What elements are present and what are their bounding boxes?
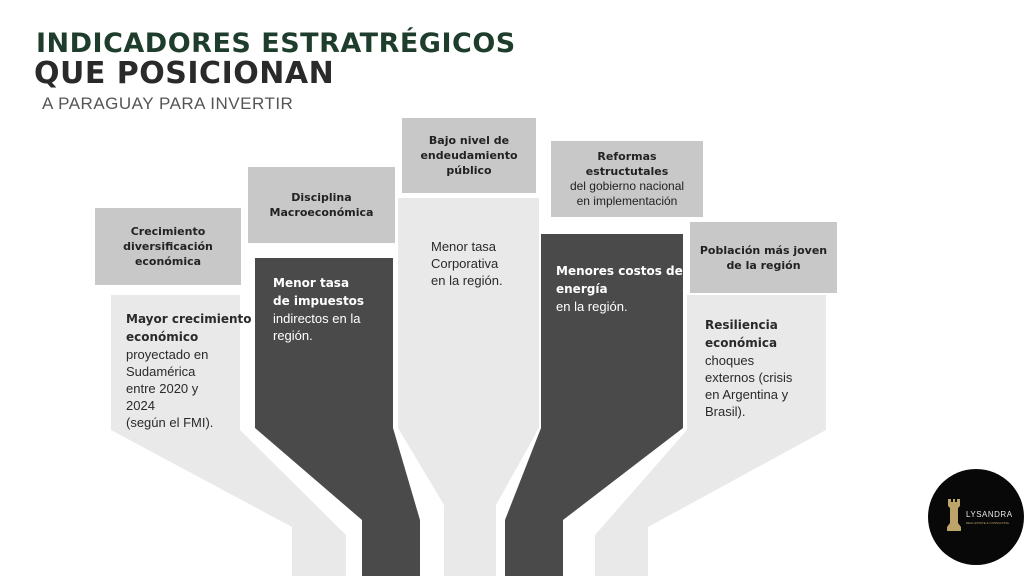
column-1-header-line: económica [134, 255, 202, 268]
column-2-body-line: de impuestos [273, 294, 365, 308]
column-5-body-line: en Argentina y [705, 387, 789, 402]
column-3-body-line: en la región. [431, 273, 503, 288]
column-1-body-line: Mayor crecimiento [126, 312, 252, 326]
column-1-header: Crecimiento diversificación económica [95, 208, 241, 285]
column-3-body-line: Menor tasa [431, 239, 497, 254]
column-1-body-line: económico [126, 330, 199, 344]
column-1-header-line: diversificación [123, 240, 213, 253]
column-2-body-line: indirectos en la [273, 311, 361, 326]
column-3-header-line: Bajo nivel de [428, 134, 510, 147]
column-5-body-line: Resiliencia [705, 318, 778, 332]
column-1-body-line: (según el FMI). [126, 415, 214, 430]
column-3-body-line: Corporativa [431, 256, 499, 271]
column-5-body-line: externos (crisis [705, 370, 793, 385]
column-3-header-line: público [446, 164, 492, 177]
column-2-body-line: Menor tasa [273, 276, 350, 290]
column-5-header-line: Población más joven [699, 243, 828, 257]
funnel-panel-2 [255, 258, 420, 576]
column-3-header: Bajo nivel de endeudamiento público [402, 118, 536, 193]
column-3-body: Menor tasa Corporativa en la región. [431, 238, 503, 289]
column-3-header-line: endeudamiento [420, 149, 518, 162]
funnel-panel-1 [111, 295, 346, 576]
funnel-panel-3 [398, 198, 539, 576]
column-1-body-line: 2024 [126, 398, 155, 413]
logo-name: LYSANDRA [966, 510, 1013, 519]
column-4-header-line: del gobierno nacional [569, 179, 685, 193]
column-4-header: Reformas estructutales del gobierno naci… [551, 141, 703, 217]
logo-tagline: REAL ESTATE & CONSULTING [966, 521, 1009, 525]
column-1-header-line: Crecimiento [130, 225, 206, 238]
column-4-header-line: estructutales [585, 165, 669, 178]
logo-badge [928, 469, 1024, 565]
column-1-body-line: proyectado en [126, 347, 209, 362]
column-5-header-line: de la región [726, 258, 801, 272]
title-line-2: QUE POSICIONAN [34, 56, 335, 91]
column-2-body: Menor tasa de impuestos indirectos en la… [273, 274, 364, 344]
title-line-1: INDICADORES ESTRATRÉGICOS [36, 28, 516, 59]
column-2-header-line: Disciplina [291, 191, 352, 204]
column-5-body-line: choques [705, 353, 755, 368]
column-4-header-line: en implementación [576, 194, 678, 208]
column-5-body-line: Brasil). [705, 404, 746, 419]
column-1-body-line: Sudamérica [126, 364, 196, 379]
column-2-header: Disciplina Macroeconómica [248, 167, 395, 243]
column-5-body: Resiliencia económica choques externos (… [705, 316, 792, 420]
column-5-body-line: económica [705, 336, 778, 350]
column-4-body-line: Menores costos de [556, 264, 683, 278]
column-1-body-line: entre 2020 y [126, 381, 199, 396]
chess-rook-icon [947, 499, 961, 531]
column-4-body: Menores costos de energía en la región. [556, 262, 683, 315]
column-4-header-line: Reformas [597, 150, 657, 163]
funnel-panel-5 [595, 295, 826, 576]
column-4-body-line: en la región. [556, 299, 628, 314]
column-1-body: Mayor crecimiento económico proyectado e… [126, 310, 252, 431]
column-2-body-line: región. [273, 328, 313, 343]
subtitle: A PARAGUAY PARA INVERTIR [42, 94, 294, 113]
column-5-header: Población más joven de la región [690, 222, 837, 293]
column-4-body-line: energía [556, 282, 608, 296]
funnel-panel-4 [505, 234, 683, 576]
column-2-header-line: Macroeconómica [269, 206, 374, 219]
